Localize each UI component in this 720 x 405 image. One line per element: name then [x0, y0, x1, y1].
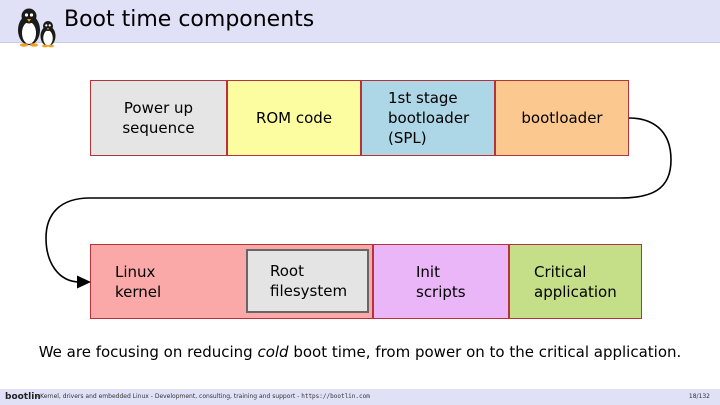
box-power-up-sequence: Power up sequence — [90, 80, 227, 156]
box-root-filesystem: Root filesystem — [246, 249, 369, 313]
caption-emphasis: cold — [257, 343, 289, 361]
footer-text: - Kernel, drivers and embedded Linux - D… — [36, 389, 370, 405]
box-bootloader: bootloader — [495, 80, 629, 156]
box-label: 1st stage bootloader (SPL) — [388, 89, 470, 147]
box-first-stage-bootloader: 1st stage bootloader (SPL) — [361, 80, 495, 156]
footer-description: - Kernel, drivers and embedded Linux - D… — [36, 393, 302, 400]
box-label: Power up sequence — [122, 99, 195, 137]
penguin-logo-icon — [18, 8, 56, 48]
box-init-scripts: Init scripts — [373, 244, 509, 319]
box-label: Linux kernel — [115, 262, 162, 301]
box-critical-application: Critical application — [509, 244, 642, 319]
slide-header: Boot time components — [0, 0, 720, 48]
caption-text-before: We are focusing on reducing — [38, 343, 258, 361]
page-number: 18/132 — [688, 393, 710, 400]
box-label: Critical application — [534, 262, 617, 301]
box-label: ROM code — [255, 109, 333, 127]
page-title: Boot time components — [64, 7, 315, 32]
footer-brand: bootlin — [5, 392, 41, 402]
caption: We are focusing on reducing cold boot ti… — [0, 342, 720, 362]
box-rom-code: ROM code — [227, 80, 361, 156]
box-label: bootloader — [521, 109, 603, 127]
box-label: Root filesystem — [270, 262, 348, 300]
slide-footer: bootlin - Kernel, drivers and embedded L… — [0, 389, 720, 405]
caption-text-after: boot time, from power on to the critical… — [288, 343, 682, 361]
footer-url[interactable]: https://bootlin.com — [301, 393, 370, 400]
box-label: Init scripts — [416, 262, 466, 301]
